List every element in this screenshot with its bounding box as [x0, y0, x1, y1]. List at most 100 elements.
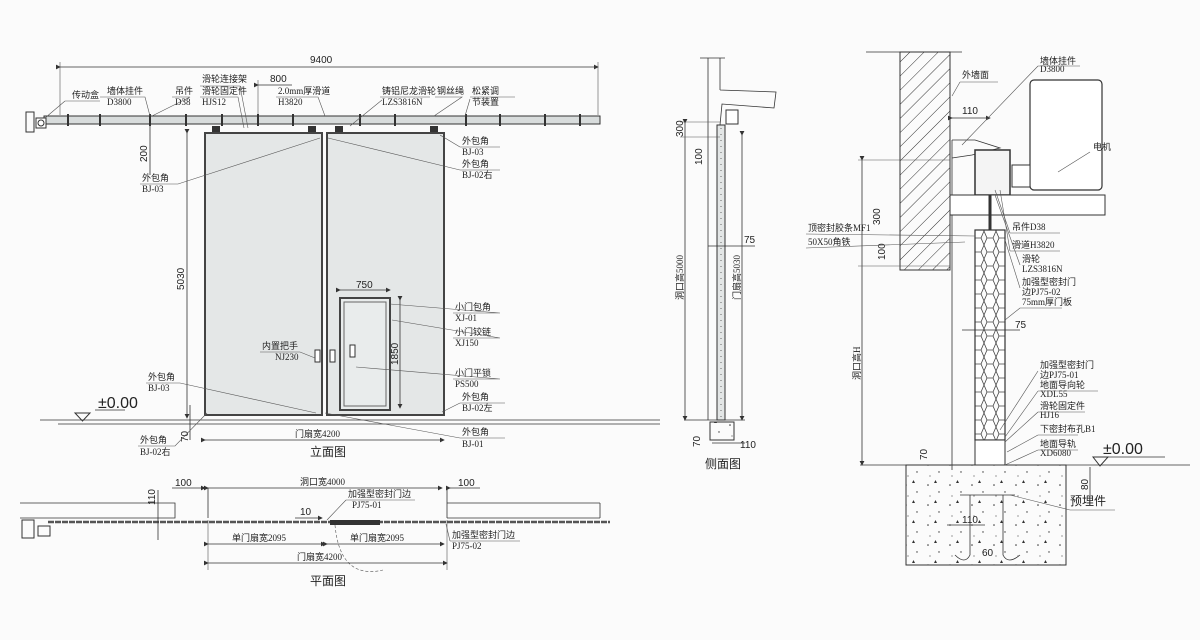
dim-opening-width: 洞口宽4000 [300, 476, 346, 487]
label-corner-bl2: 外包角 [140, 434, 167, 445]
label-detail-hanger: 吊件D38 [1012, 221, 1046, 232]
label-detail-wall-hanger-code: D3800 [1040, 64, 1065, 74]
label-handle: 内置把手 [262, 340, 298, 351]
pulleys [212, 126, 438, 133]
handle-right [329, 349, 336, 363]
detail-dim-80: 80 [1080, 478, 1091, 490]
label-pulley-code2: LZS3816N [382, 97, 423, 107]
label-small-corner-code: XJ-01 [455, 313, 477, 323]
label-corner-br-code: BJ-02左 [462, 402, 493, 413]
label-outer-wall: 外墙面 [962, 69, 989, 80]
label-detail-track: 滑道H3820 [1012, 239, 1055, 250]
label-corner-bl2-code: BJ-02右 [140, 446, 171, 457]
dim-70: 70 [180, 430, 191, 442]
side-dim-110: 110 [740, 440, 756, 451]
label-seal-1: 加强型密封门边 [348, 488, 411, 499]
label-track-code: H3820 [278, 97, 303, 107]
side-dim-300: 300 [675, 120, 686, 137]
side-title: 侧面图 [705, 457, 741, 471]
dim-750: 750 [356, 280, 373, 291]
side-dim-100: 100 [694, 148, 705, 165]
motor-plate [949, 194, 1106, 216]
elevation-title: 立面图 [310, 444, 346, 459]
handle-left [314, 349, 321, 363]
label-detail-seal2-code: 边PJ75-02 [1022, 287, 1061, 297]
dim-10: 10 [300, 507, 312, 518]
label-small-lock-code: PS500 [455, 379, 479, 389]
dim-200: 200 [139, 145, 150, 162]
label-fixer-code: HJ16 [1040, 410, 1060, 420]
motor [1029, 79, 1103, 191]
foundation-side [709, 421, 735, 441]
elevation-view: 9400 800 750 1850 ±0.00 5030 200 70 门扇宽4… [25, 55, 660, 459]
label-angle: 50X50角铁 [808, 236, 851, 247]
dim-110-plan: 110 [147, 489, 158, 505]
detail-dim-60: 60 [982, 548, 994, 559]
concrete-foundation [905, 464, 1067, 566]
label-track: 2.0mm厚滑道 [278, 85, 330, 96]
label-embed: 预埋件 [1070, 494, 1106, 508]
dim-800: 800 [270, 74, 287, 85]
track [43, 115, 601, 125]
detail-dim-110b: 110 [962, 515, 978, 526]
dim-door-width: 门扇宽4200 [295, 428, 341, 439]
label-corner-tr2-code: BJ-02右 [462, 169, 493, 180]
label-pulley-code: HJS12 [202, 97, 226, 107]
label-corner-tr1: 外包角 [462, 135, 489, 146]
label-small-hinge: 小门铰链 [455, 326, 491, 337]
label-drive-box: 传动盒 [72, 89, 99, 100]
dim-leaf-right: 单门扇宽2095 [350, 532, 405, 543]
label-corner-bm: 外包角 [462, 426, 489, 437]
side-dim-70: 70 [692, 435, 703, 447]
label-small-corner: 小门包角 [455, 301, 491, 312]
motor-side [725, 109, 739, 125]
label-guide-code: XDL55 [1040, 389, 1068, 399]
label-wall-hanger-code: D3800 [107, 97, 132, 107]
label-wall-hanger: 墙体挂件 [107, 85, 143, 96]
label-corner-bl-code: BJ-03 [148, 383, 170, 393]
label-seal-1-code: PJ75-01 [352, 500, 382, 510]
label-bottom-seal: 下密封布孔B1 [1040, 423, 1096, 434]
label-corner-br: 外包角 [462, 391, 489, 402]
small-door-handle [349, 344, 356, 358]
track-profile [974, 149, 1011, 196]
side-dim-75: 75 [744, 235, 756, 246]
side-opening-height: 洞口高5000 [674, 254, 685, 300]
small-door-plan [330, 520, 380, 525]
detail-view: 洞口高H 300 100 110 75 70 ±0.00 80 预埋件 110 … [805, 51, 1190, 566]
plan-view: 洞口宽4000 100 100 110 10 加强型密封门边 PJ75-01 单… [20, 476, 610, 588]
label-hanger: 吊件 [175, 85, 193, 96]
drive-box [25, 111, 35, 133]
label-detail-pulley-code: LZS3816N [1022, 264, 1063, 274]
label-corner-tr1-code: BJ-03 [462, 147, 484, 157]
dim-100-right: 100 [458, 478, 475, 489]
side-door-height: 门扇高5030 [731, 254, 742, 300]
label-pulley-frame: 滑轮连接架 [202, 73, 247, 84]
label-detail-seal1-code: 边PJ75-01 [1040, 370, 1079, 380]
label-small-lock: 小门平锁 [455, 367, 491, 378]
label-fixer: 滑轮固定件 [1040, 400, 1085, 411]
level-mark: ±0.00 [98, 395, 138, 412]
label-small-hinge-code: XJ150 [455, 338, 479, 348]
detail-level: ±0.00 [1103, 441, 1143, 458]
dim-100-left: 100 [175, 478, 192, 489]
label-wire: 钢丝绳 [437, 85, 464, 96]
drive-wheel [35, 117, 47, 129]
label-corner-bl: 外包角 [148, 371, 175, 382]
label-detail-pulley: 滑轮 [1022, 253, 1040, 264]
label-detail-wall-hanger: 墙体挂件 [1040, 55, 1076, 66]
label-handle-code: NJ230 [275, 352, 299, 362]
plan-title: 平面图 [310, 574, 346, 588]
label-top-seal: 顶密封胶条MF1 [808, 222, 871, 233]
door-panel-section [974, 229, 1006, 441]
label-corner-tl-code: BJ-03 [142, 184, 164, 194]
label-guide: 地面导向轮 [1040, 379, 1085, 390]
label-panel: 75mm厚门板 [1022, 296, 1072, 307]
label-motor: 电机 [1093, 141, 1111, 152]
dim-leaf-left: 单门扇宽2095 [232, 532, 287, 543]
wall-hatched [899, 51, 951, 271]
side-view: 洞口高5000 门扇高5030 300 100 75 70 110 侧面图 [674, 57, 777, 471]
detail-dim-70: 70 [919, 448, 930, 460]
dim-1850: 1850 [390, 342, 401, 365]
